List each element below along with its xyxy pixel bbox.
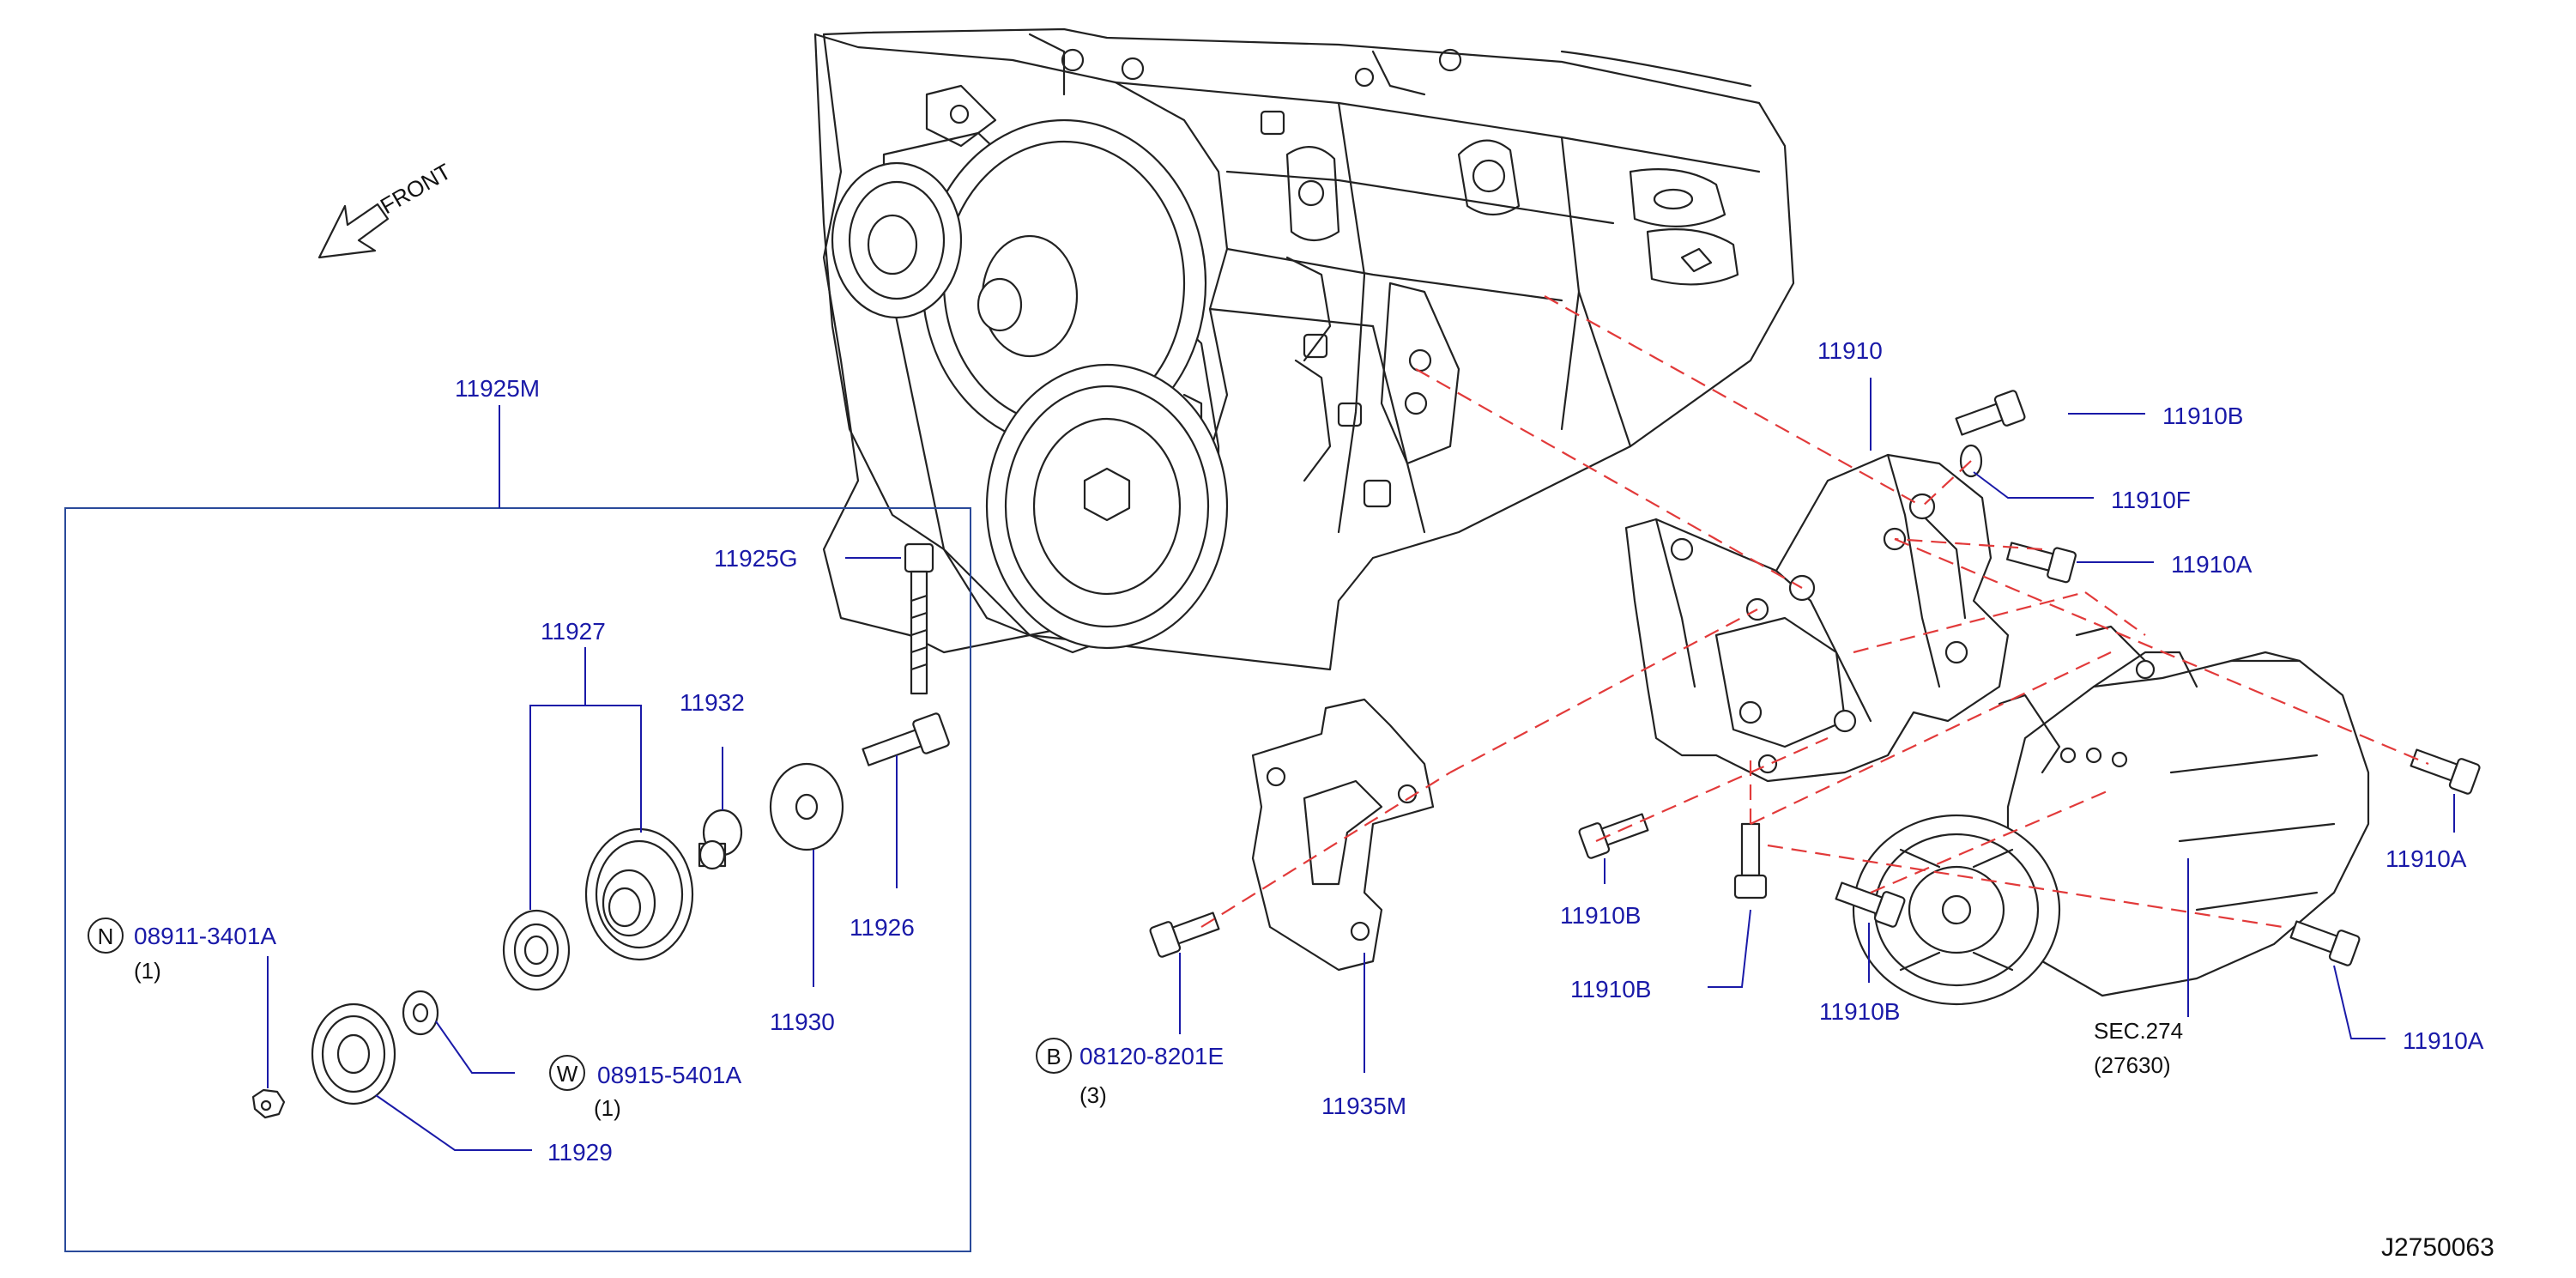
part-label-11910b-mid[interactable]: 11910B (1570, 976, 1651, 1002)
idler-assembly-box (64, 405, 971, 1252)
fastener-drawings (1149, 390, 2481, 966)
qty-08911-3401a: (1) (134, 958, 161, 984)
part-label-08915-5401a[interactable]: 08915-5401A (597, 1062, 741, 1088)
part-label-11926[interactable]: 11926 (850, 914, 915, 941)
part-label-11932[interactable]: 11932 (680, 689, 745, 716)
part-label-11935m[interactable]: 11935M (1321, 1093, 1406, 1119)
drawing-id: J2750063 (2381, 1233, 2494, 1262)
part-label-11929[interactable]: 11929 (547, 1139, 613, 1166)
part-label-11927[interactable]: 11927 (541, 618, 606, 645)
pulley-belt-drawing (831, 118, 1229, 654)
section-ref-line2: (27630) (2094, 1052, 2171, 1078)
section-ref-line1: SEC.274 (2094, 1018, 2183, 1044)
part-label-11925g[interactable]: 11925G (714, 545, 798, 572)
svg-text:B: B (1046, 1044, 1061, 1069)
part-label-11930[interactable]: 11930 (770, 1008, 835, 1035)
part-label-11910a-bottom[interactable]: 11910A (2403, 1027, 2484, 1054)
part-label-11925m[interactable]: 11925M (455, 375, 540, 402)
part-label-11910f[interactable]: 11910F (2111, 487, 2191, 513)
part-label-11910a-top[interactable]: 11910A (2171, 551, 2252, 578)
front-direction-arrow (317, 203, 390, 259)
qty-08120-8201e: (3) (1079, 1082, 1107, 1108)
svg-text:N: N (98, 924, 114, 949)
compressor-bracket-drawing (1624, 453, 2010, 783)
svg-text:W: W (557, 1061, 578, 1087)
idler-parts-drawing (251, 542, 950, 1119)
bolt-prefix-badge: B (1036, 1038, 1072, 1074)
qty-08915-5401a: (1) (594, 1095, 621, 1121)
part-label-11910a-right[interactable]: 11910A (2386, 845, 2467, 872)
part-label-08911-3401a[interactable]: 08911-3401A (134, 923, 276, 949)
part-label-08120-8201e[interactable]: 08120-8201E (1079, 1043, 1224, 1069)
assembly-hidden-lines (1200, 295, 2429, 929)
front-label: FRONT (376, 158, 456, 219)
part-label-11910b-top[interactable]: 11910B (2162, 403, 2243, 429)
nut-prefix-badge: N (88, 918, 124, 954)
idler-leader-lines (267, 557, 901, 1151)
leader-lines (1179, 378, 2455, 1073)
ac-compressor-drawing (1852, 625, 2370, 1006)
engine-block-drawing (813, 27, 1795, 671)
part-label-11910b-low[interactable]: 11910B (1819, 998, 1900, 1025)
part-label-11910[interactable]: 11910 (1817, 337, 1883, 364)
plate-drawing (1251, 698, 1435, 972)
washer-prefix-badge: W (549, 1055, 585, 1091)
part-label-11910b-left[interactable]: 11910B (1560, 902, 1641, 929)
